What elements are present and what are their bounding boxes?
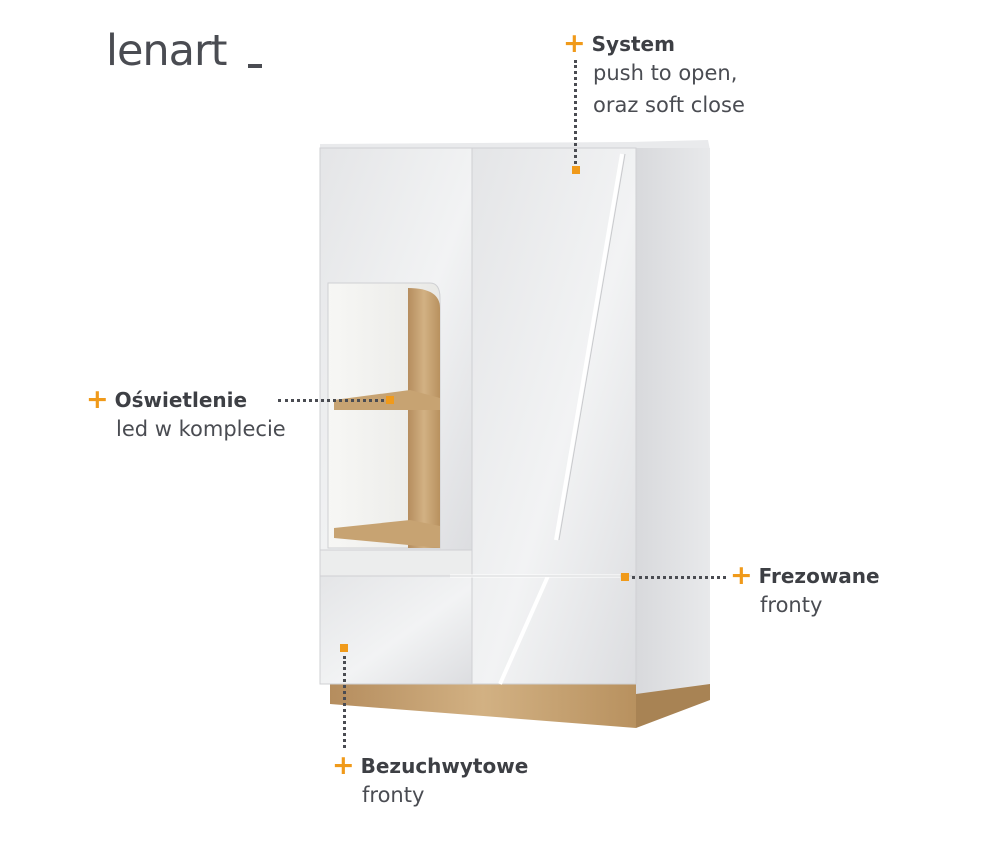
- callout-system-line1: push to open,: [593, 61, 738, 85]
- plus-icon: +: [730, 560, 753, 591]
- cabinet-illustration: [319, 140, 710, 728]
- system-leader-line: [574, 60, 577, 164]
- milled-marker: [621, 573, 629, 581]
- callout-handleless-title: Bezuchwytowe: [360, 753, 529, 778]
- callout-system-line2: oraz soft close: [593, 93, 745, 117]
- callout-lighting-line1: led w komplecie: [116, 417, 286, 441]
- callout-handleless: + Bezuchwytowe fronty: [332, 752, 528, 811]
- logo-underscore: [248, 64, 262, 68]
- callout-lighting: + Oświetlenie led w komplecie: [86, 386, 286, 445]
- milled-leader-line: [632, 576, 726, 579]
- lighting-marker: [386, 396, 394, 404]
- callout-milled-title: Frezowane: [758, 563, 880, 588]
- callout-lighting-title: Oświetlenie: [114, 387, 248, 412]
- system-marker: [572, 166, 580, 174]
- callout-system-title: System: [591, 31, 675, 56]
- handleless-leader-line: [343, 656, 346, 748]
- plus-icon: +: [86, 384, 109, 415]
- plus-icon: +: [563, 28, 586, 59]
- callout-handleless-line1: fronty: [362, 783, 425, 807]
- lighting-leader-line: [278, 399, 384, 402]
- callout-milled: + Frezowane fronty: [730, 562, 880, 621]
- handleless-marker: [340, 644, 348, 652]
- brand-logo: lenart: [106, 26, 228, 76]
- callout-system: + System push to open, oraz soft close: [563, 30, 745, 121]
- plus-icon: +: [332, 750, 355, 781]
- callout-milled-line1: fronty: [760, 593, 823, 617]
